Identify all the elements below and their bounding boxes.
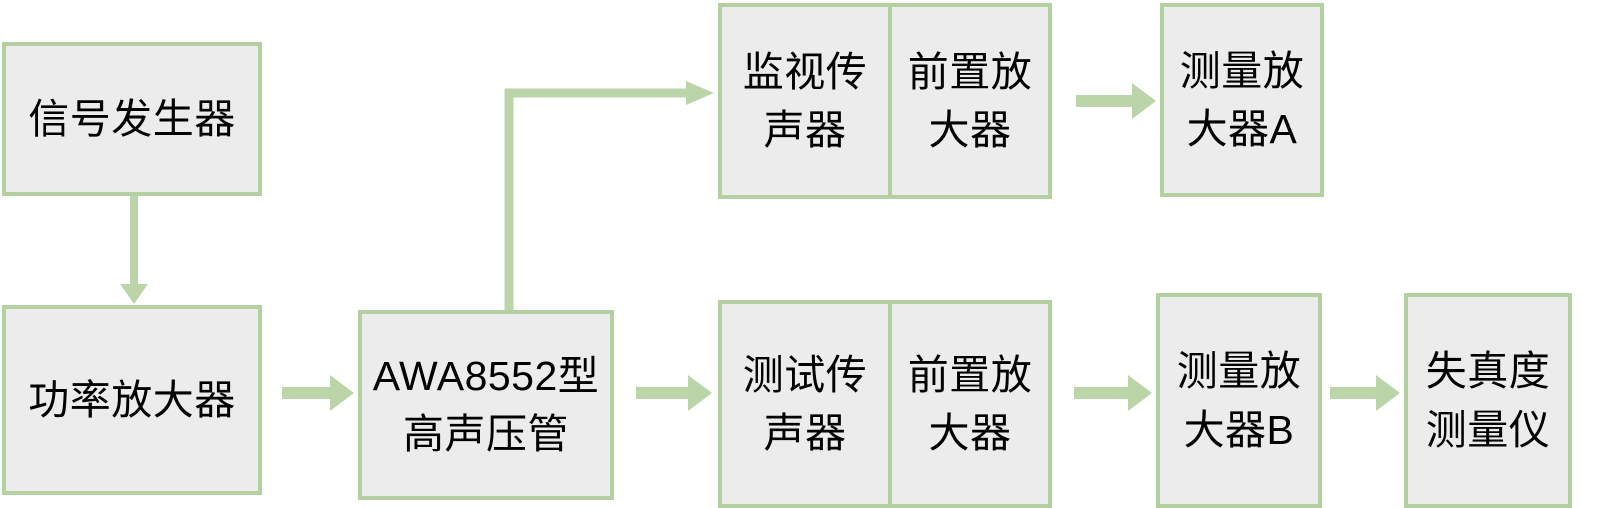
node-signal-generator[interactable]: 信号发生器: [2, 42, 262, 196]
node-preamplifier-bottom[interactable]: 前置放 大器: [890, 300, 1052, 508]
node-distortion-meter[interactable]: 失真度 测量仪: [1404, 293, 1572, 508]
node-measuring-amplifier-b[interactable]: 测量放 大器B: [1156, 293, 1322, 508]
arrow-awa8552-to-test-microphone: [636, 374, 714, 412]
arrow-power-amplifier-to-awa8552: [282, 374, 356, 412]
node-monitor-microphone[interactable]: 监视传 声器: [718, 3, 890, 199]
arrow-measuring-amplifier-b-to-distortion-meter: [1330, 374, 1402, 412]
arrow-preamplifier-bottom-to-measuring-amplifier-b: [1074, 374, 1154, 412]
arrow-signal-generator-to-power-amplifier: [116, 196, 152, 308]
node-awa8552-high-pressure-tube[interactable]: AWA8552型 高声压管: [358, 310, 614, 500]
node-measuring-amplifier-a[interactable]: 测量放 大器A: [1160, 3, 1324, 197]
node-test-microphone[interactable]: 测试传 声器: [718, 300, 890, 508]
arrow-awa8552-to-monitor-microphone: [500, 81, 720, 314]
arrow-preamplifier-top-to-measuring-amplifier-a: [1076, 82, 1158, 120]
node-power-amplifier[interactable]: 功率放大器: [2, 305, 262, 495]
node-preamplifier-top[interactable]: 前置放 大器: [890, 3, 1052, 199]
